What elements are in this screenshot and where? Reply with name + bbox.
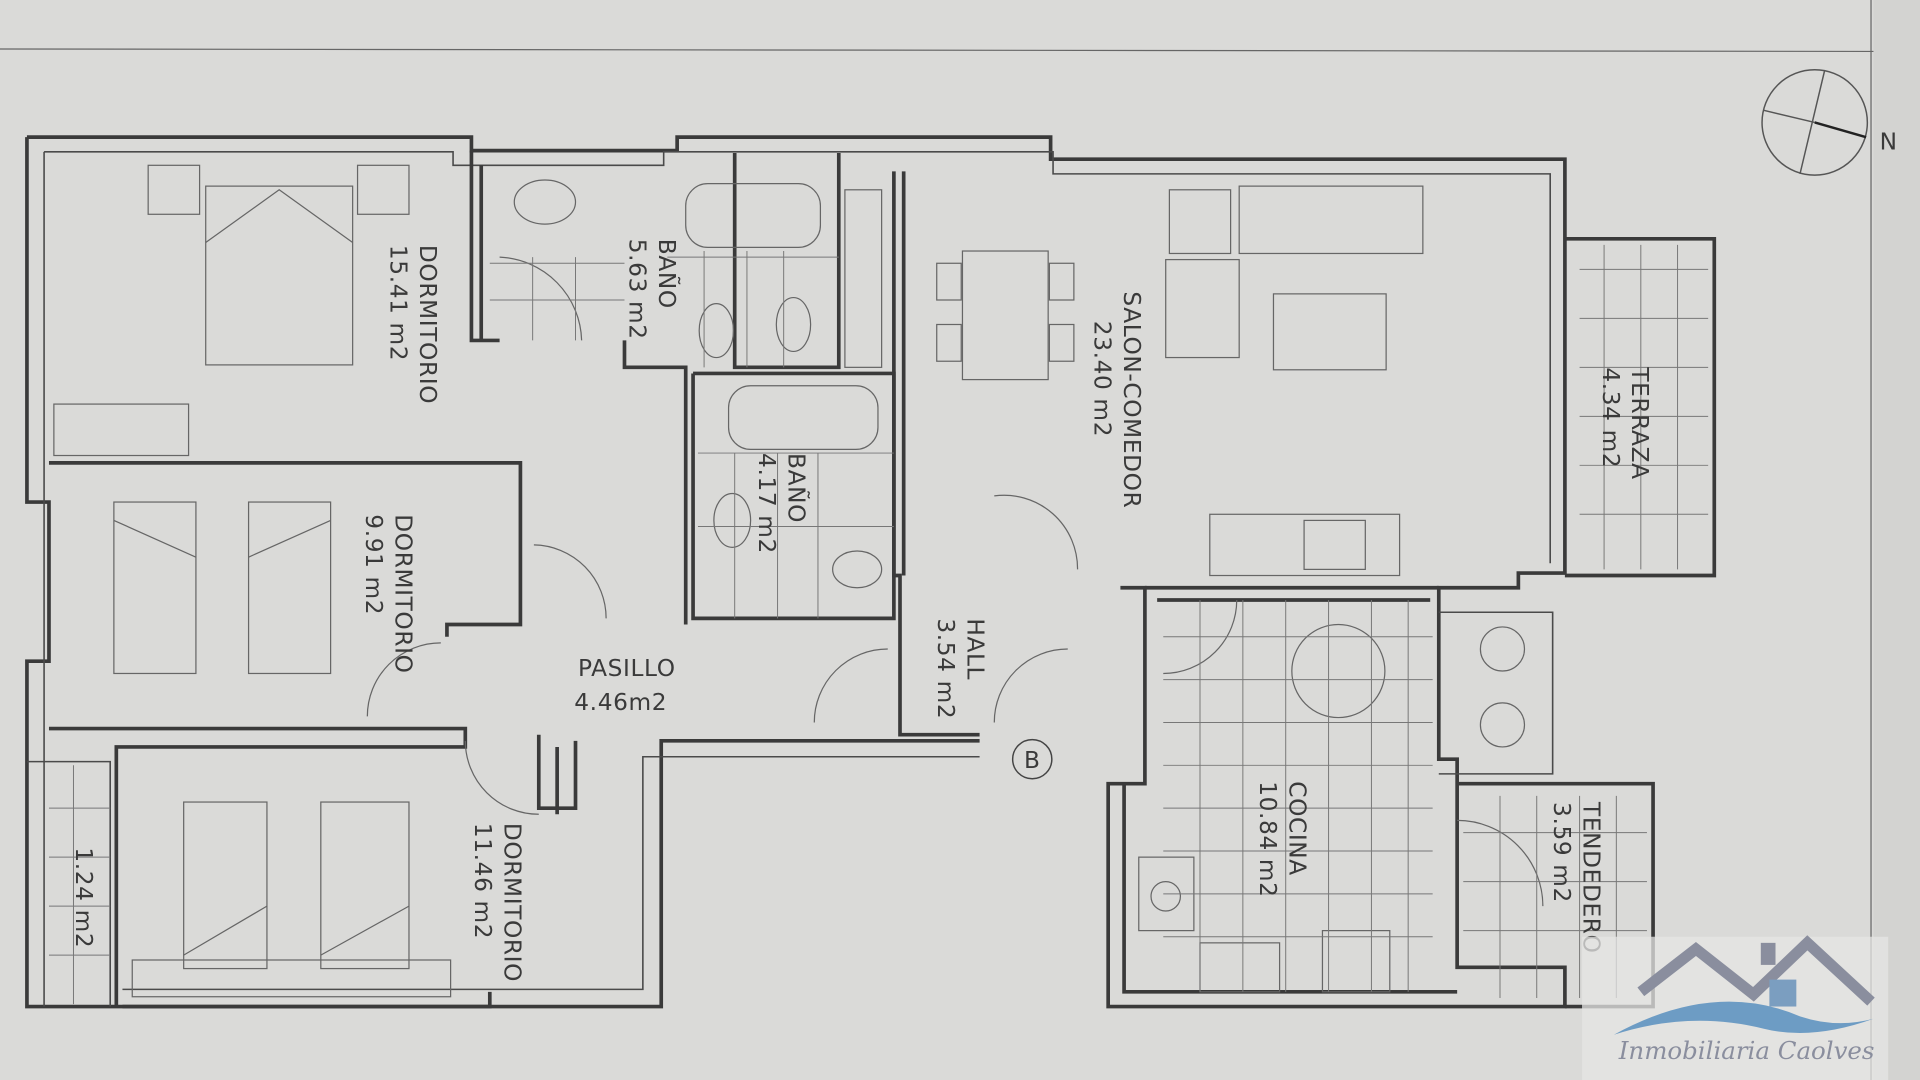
room-salon-comedor: SALON-COMEDOR 23.40 m2 <box>1089 291 1145 508</box>
room-area: 9.91 m2 <box>360 514 387 615</box>
room-name: DORMITORIO <box>414 245 441 404</box>
room-area: 3.59 m2 <box>1548 802 1575 903</box>
room-area: 3.54 m2 <box>932 618 959 719</box>
room-pasillo: PASILLO 4.46m2 <box>574 655 675 716</box>
room-name: PASILLO <box>578 655 676 682</box>
room-dormitorio-2: DORMITORIO 9.91 m2 <box>360 514 416 673</box>
room-area: 23.40 m2 <box>1089 321 1116 437</box>
room-tendedero: TENDEDERO 3.59 m2 <box>1548 801 1604 953</box>
room-name: TERRAZA <box>1626 366 1653 479</box>
room-name: DORMITORIO <box>498 823 525 982</box>
compass-label: N <box>1880 128 1898 155</box>
room-terraza: TERRAZA 4.34 m2 <box>1597 366 1653 479</box>
room-cocina: COCINA 10.84 m2 <box>1254 781 1310 897</box>
room-area: 15.41 m2 <box>385 245 412 361</box>
room-dormitorio-1: DORMITORIO 15.41 m2 <box>385 245 441 404</box>
room-dormitorio-3: DORMITORIO 11.46 m2 <box>469 823 525 982</box>
exterior-walls <box>25 135 1567 1009</box>
room-labels: DORMITORIO 15.41 m2 BAÑO 5.63 m2 BAÑO 4.… <box>70 239 1653 982</box>
room-area: 4.34 m2 <box>1597 367 1624 468</box>
room-name: BAÑO <box>653 239 681 309</box>
room-area: 1.24 m2 <box>70 847 97 948</box>
north-compass-icon: N <box>1761 69 1898 176</box>
room-area: 10.84 m2 <box>1254 781 1281 897</box>
entrance-marker-label: B <box>1024 747 1041 774</box>
room-name: BAÑO <box>783 453 811 523</box>
room-name: TENDEDERO <box>1577 801 1604 953</box>
logo-text: Inmobiliaria Caolves <box>1618 1036 1875 1065</box>
interior-walls <box>26 150 1717 1009</box>
room-balcony: 1.24 m2 <box>70 847 97 948</box>
room-bano-2: BAÑO 4.17 m2 <box>753 453 810 554</box>
room-area: 4.46m2 <box>574 689 667 716</box>
room-area: 11.46 m2 <box>469 823 496 939</box>
agency-logo-watermark: Inmobiliaria Caolves <box>1582 935 1889 1080</box>
floor-tiles <box>48 244 1709 1005</box>
door-swings <box>366 256 1544 907</box>
room-name: COCINA <box>1283 781 1310 876</box>
room-area: 4.17 m2 <box>753 453 780 554</box>
room-name: SALON-COMEDOR <box>1118 291 1145 508</box>
entrance-marker: B <box>1011 738 1053 780</box>
room-area: 5.63 m2 <box>623 239 650 340</box>
room-hall: HALL 3.54 m2 <box>932 618 988 719</box>
room-bano-1: BAÑO 5.63 m2 <box>623 239 680 340</box>
room-name: DORMITORIO <box>390 514 417 673</box>
furniture <box>53 164 1526 998</box>
room-name: HALL <box>961 618 988 680</box>
